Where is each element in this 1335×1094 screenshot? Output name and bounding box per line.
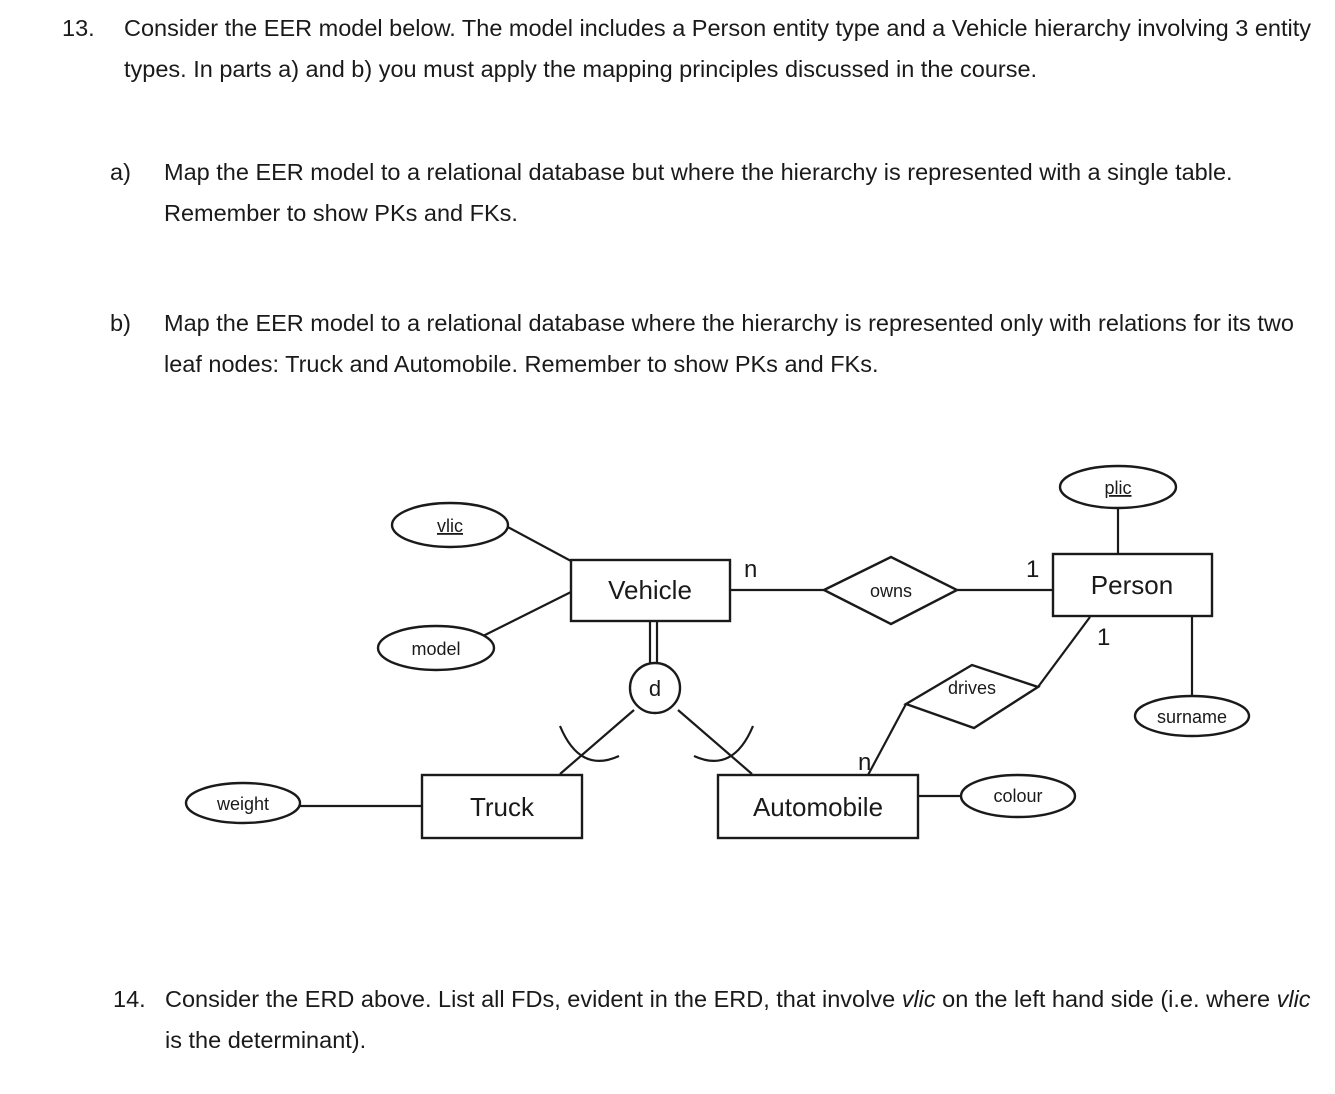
entity-automobile[interactable]: Automobile bbox=[716, 773, 920, 840]
attribute-surname-label: surname bbox=[1157, 707, 1227, 727]
attribute-colour-ellipse bbox=[959, 773, 1077, 819]
entity-person[interactable]: Person bbox=[1051, 552, 1214, 618]
entity-vehicle-label: Vehicle bbox=[608, 575, 692, 605]
attribute-colour-label: colour bbox=[993, 786, 1042, 806]
cardinality-automobile-drives: n bbox=[858, 749, 871, 776]
entity-automobile-box bbox=[716, 773, 920, 840]
q14-emph-vlic-2: vlic bbox=[1276, 986, 1311, 1012]
entity-truck[interactable]: Truck bbox=[420, 773, 584, 840]
question-13-part-b: b) Map the EER model to a relational dat… bbox=[110, 303, 1325, 385]
disjoint-circle bbox=[628, 661, 682, 715]
relationship-owns[interactable]: owns bbox=[821, 555, 960, 626]
entity-person-box bbox=[1051, 552, 1214, 618]
attribute-vlic-ellipse bbox=[390, 501, 510, 549]
subset-arc-automobile bbox=[693, 725, 755, 762]
q14-part2: on the left hand side (i.e. where bbox=[935, 986, 1277, 1012]
attribute-surname[interactable]: surname bbox=[1133, 694, 1251, 738]
edge-drives-automobile bbox=[867, 703, 907, 776]
cardinality-person-owns: 1 bbox=[1026, 556, 1039, 583]
q14-part1: Consider the ERD above. List all FDs, ev… bbox=[165, 986, 902, 1012]
entity-vehicle[interactable]: Vehicle bbox=[569, 558, 732, 623]
specialization-disjoint[interactable]: d bbox=[628, 661, 682, 715]
part-a-text: Map the EER model to a relational databa… bbox=[164, 159, 1233, 226]
eer-diagram: Vehicle Person Truck Automobile vlic mod… bbox=[0, 440, 1335, 860]
attribute-plic-ellipse bbox=[1058, 464, 1178, 510]
edge-disjoint-automobile bbox=[677, 709, 753, 775]
edge-model-vehicle bbox=[478, 591, 572, 639]
relationship-drives-diamond bbox=[903, 663, 1041, 730]
edge-person-drives bbox=[1037, 616, 1091, 688]
part-b-text: Map the EER model to a relational databa… bbox=[164, 310, 1294, 377]
question-14-number: 14. bbox=[113, 986, 146, 1012]
disjoint-symbol-label: d bbox=[649, 676, 661, 701]
edge-vlic-vehicle bbox=[503, 524, 572, 562]
question-14-text: Consider the ERD above. List all FDs, ev… bbox=[165, 979, 1323, 1061]
relationship-owns-label: owns bbox=[870, 581, 912, 601]
entity-truck-box bbox=[420, 773, 584, 840]
attribute-plic-label: plic bbox=[1104, 478, 1131, 498]
attribute-surname-ellipse bbox=[1133, 694, 1251, 738]
cardinality-person-drives: 1 bbox=[1097, 624, 1110, 651]
relationship-drives[interactable]: drives bbox=[903, 663, 1041, 730]
entity-person-label: Person bbox=[1091, 570, 1173, 600]
attribute-weight-label: weight bbox=[216, 794, 269, 814]
attribute-model-ellipse bbox=[376, 624, 496, 672]
question-14-block: 14. Consider the ERD above. List all FDs… bbox=[113, 979, 1323, 1061]
attribute-model-label: model bbox=[411, 639, 460, 659]
part-b-label: b) bbox=[110, 310, 131, 336]
attribute-colour[interactable]: colour bbox=[959, 773, 1077, 819]
question-13-block: 13. Consider the EER model below. The mo… bbox=[62, 8, 1320, 90]
attribute-vlic[interactable]: vlic bbox=[390, 501, 510, 549]
edge-disjoint-truck bbox=[559, 709, 635, 775]
attribute-vlic-label: vlic bbox=[437, 516, 463, 536]
question-13-text: Consider the EER model below. The model … bbox=[124, 15, 1311, 82]
attribute-model[interactable]: model bbox=[376, 624, 496, 672]
q14-emph-vlic-1: vlic bbox=[901, 986, 936, 1012]
q14-part3: is the determinant). bbox=[165, 1027, 367, 1053]
entity-truck-label: Truck bbox=[470, 792, 535, 822]
entity-automobile-label: Automobile bbox=[753, 792, 883, 822]
subset-arc-truck bbox=[558, 725, 620, 762]
attribute-weight[interactable]: weight bbox=[184, 781, 302, 825]
relationship-drives-label: drives bbox=[948, 678, 996, 698]
cardinality-vehicle-owns: n bbox=[744, 556, 757, 583]
entity-vehicle-box bbox=[569, 558, 732, 623]
part-a-label: a) bbox=[110, 159, 131, 185]
relationship-owns-diamond bbox=[821, 555, 960, 626]
question-13-number: 13. bbox=[62, 15, 95, 41]
question-13-part-a: a) Map the EER model to a relational dat… bbox=[110, 152, 1325, 234]
attribute-plic[interactable]: plic bbox=[1058, 464, 1178, 510]
attribute-weight-ellipse bbox=[184, 781, 302, 825]
